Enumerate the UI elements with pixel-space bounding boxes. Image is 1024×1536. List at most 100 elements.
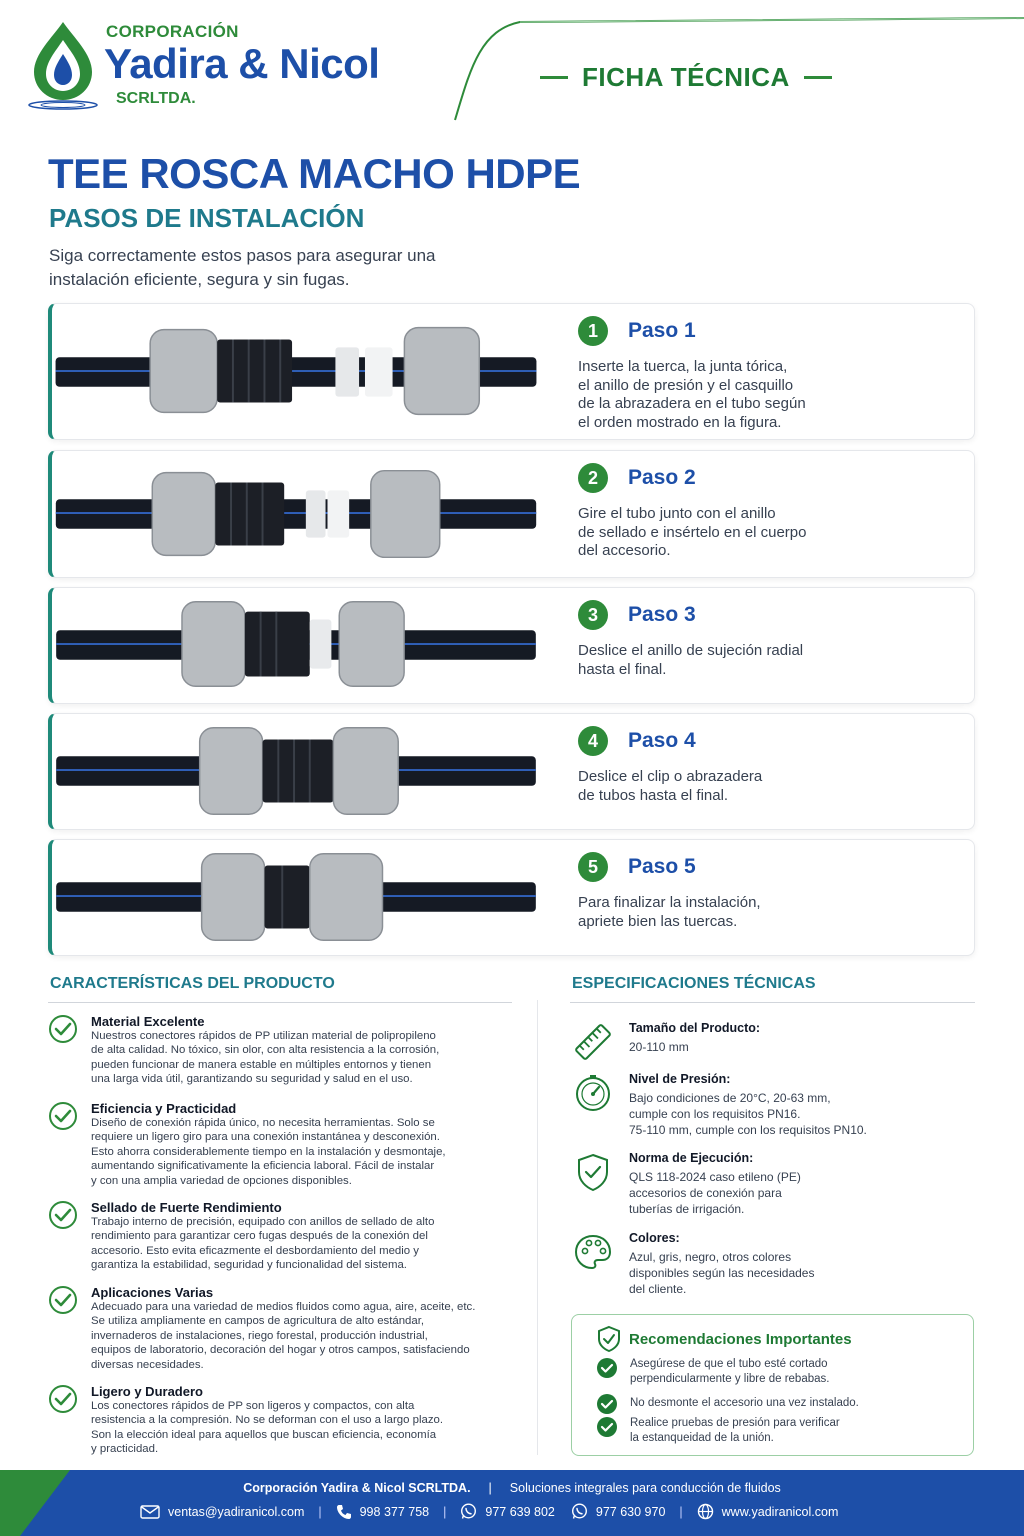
footer-phone[interactable]: 998 377 758: [336, 1504, 430, 1520]
spec-standard-value: QLS 118-2024 caso etileno (PE) accesorio…: [629, 1170, 801, 1216]
gauge-icon: [576, 1075, 610, 1111]
footer-separator: |: [679, 1504, 683, 1519]
features-section-title: CARACTERÍSTICAS DEL PRODUCTO: [50, 975, 335, 992]
footer-bar: [0, 1470, 1024, 1536]
step-1-title: Paso 1: [628, 319, 696, 342]
check-filled-icon: [597, 1417, 617, 1437]
footer-tagline: Soluciones integrales para conducción de…: [509, 1481, 781, 1495]
footer-whatsapp-1[interactable]: 977 639 802: [460, 1503, 555, 1520]
footer-contact-row: ventas@yadiranicol.com | 998 377 758 | 9…: [140, 1503, 900, 1520]
footer-separator: |: [443, 1504, 447, 1519]
check-filled-icon: [597, 1394, 617, 1414]
footer-website-text: www.yadiranicol.com: [721, 1504, 839, 1519]
ficha-dash-right: [803, 76, 832, 79]
header: CORPORACIÓN Yadira & Nicol SCRLTDA. FICH…: [0, 0, 1024, 140]
step-5-pipe-illustration: [56, 853, 536, 941]
step-1-header: 1 Paso 1: [578, 316, 958, 346]
step-4-text: 4 Paso 4 Deslice el clip o abrazadera de…: [578, 726, 958, 805]
feature-1-title: Material Excelente: [91, 1014, 205, 1029]
step-4-title: Paso 4: [628, 729, 696, 752]
step-5-header: 5 Paso 5: [578, 852, 958, 882]
feature-item-4: Aplicaciones Varias Adecuado para una va…: [48, 1285, 528, 1380]
step-1-pipe-illustration: [55, 326, 537, 416]
whatsapp-icon: [571, 1503, 587, 1519]
palette-icon: [574, 1234, 612, 1270]
features-divider: [48, 1002, 512, 1003]
step-3-header: 3 Paso 3: [578, 600, 958, 630]
step-1-number-badge: 1: [578, 316, 608, 346]
shield-check-icon: [598, 1325, 620, 1353]
brand-suffix: SCRLTDA.: [116, 90, 196, 107]
feature-5-description: Los conectores rápidos de PP son ligeros…: [91, 1400, 444, 1456]
step-3-description: Deslice el anillo de sujeción radial has…: [578, 642, 804, 678]
feature-2-description: Diseño de conexión rápida único, no nece…: [91, 1117, 446, 1187]
email-icon: [140, 1504, 160, 1519]
footer-email[interactable]: ventas@yadiranicol.com: [140, 1505, 304, 1519]
footer-green-wedge: [0, 1470, 70, 1536]
footer-whatsapp-2-text: 977 630 970: [595, 1504, 666, 1519]
recommendations-title: Recomendaciones Importantes: [629, 1331, 852, 1348]
spec-colors-value: Azul, gris, negro, otros colores disponi…: [629, 1250, 815, 1296]
spec-standard-title: Norma de Ejecución:: [629, 1151, 754, 1165]
spec-item-colors: Colores: Azul, gris, negro, otros colore…: [572, 1231, 972, 1301]
spec-pressure-title: Nivel de Presión:: [629, 1072, 731, 1086]
step-4-header: 4 Paso 4: [578, 726, 958, 756]
spec-size-title: Tamaño del Producto:: [629, 1021, 761, 1035]
footer-website[interactable]: www.yadiranicol.com: [697, 1503, 839, 1520]
step-2-number-badge: 2: [578, 463, 608, 493]
footer-whatsapp-2[interactable]: 977 630 970: [571, 1503, 666, 1520]
recommendation-3-text: Realice pruebas de presión para verifica…: [630, 1417, 840, 1444]
check-filled-icon: [597, 1358, 617, 1378]
step-2-description: Gire el tubo junto con el anillo de sell…: [578, 505, 807, 559]
specs-section-title: ESPECIFICACIONES TÉCNICAS: [572, 975, 816, 992]
column-divider: [537, 1000, 538, 1455]
spec-size-value: 20-110 mm: [629, 1040, 689, 1054]
feature-1-description: Nuestros conectores rápidos de PP utiliz…: [91, 1030, 440, 1086]
step-3-pipe-illustration: [56, 601, 536, 688]
recommendations-box: Recomendaciones Importantes Asegúrese de…: [571, 1314, 974, 1456]
step-2-header: 2 Paso 2: [578, 463, 958, 493]
brand-name: Yadira & Nicol: [104, 40, 380, 87]
step-5-description: Para finalizar la instalación, apriete b…: [578, 894, 761, 930]
step-card-1: 1 Paso 1 Inserte la tuerca, la junta tór…: [48, 303, 975, 440]
step-4-number-badge: 4: [578, 726, 608, 756]
water-drop-logo-icon: [28, 22, 98, 110]
shield-check-icon: [578, 1153, 608, 1192]
step-card-3: 3 Paso 3 Deslice el anillo de sujeción r…: [48, 587, 975, 704]
feature-item-1: Material Excelente Nuestros conectores r…: [48, 1014, 528, 1094]
section-subtitle: PASOS DE INSTALACIÓN: [49, 203, 365, 233]
specs-divider: [570, 1002, 975, 1003]
ficha-tecnica-label: FICHA TÉCNICA: [540, 62, 840, 93]
check-circle-icon: [49, 1385, 77, 1413]
ruler-icon: [575, 1024, 611, 1060]
step-card-5: 5 Paso 5 Para finalizar la instalación, …: [48, 839, 975, 956]
step-2-title: Paso 2: [628, 466, 696, 489]
intro-text: Siga correctamente estos pasos para aseg…: [49, 246, 436, 289]
phone-icon: [336, 1504, 351, 1519]
check-circle-icon: [49, 1286, 77, 1314]
ficha-tecnica-text: FICHA TÉCNICA: [582, 62, 790, 92]
feature-3-description: Trabajo interno de precisión, equipado c…: [91, 1216, 435, 1272]
step-1-description: Inserte la tuerca, la junta tórica, el a…: [578, 358, 806, 431]
brand-top-text: CORPORACIÓN: [106, 22, 239, 41]
feature-item-2: Eficiencia y Practicidad Diseño de conex…: [48, 1101, 528, 1196]
step-4-pipe-illustration: [56, 727, 536, 815]
check-circle-icon: [49, 1201, 77, 1229]
whatsapp-icon: [461, 1503, 477, 1519]
step-1-text: 1 Paso 1 Inserte la tuerca, la junta tór…: [578, 316, 958, 432]
feature-5-title: Ligero y Duradero: [91, 1384, 203, 1399]
footer-separator: |: [488, 1481, 492, 1495]
step-3-number-badge: 3: [578, 600, 608, 630]
step-5-number-badge: 5: [578, 852, 608, 882]
footer-separator: |: [318, 1504, 322, 1519]
feature-item-3: Sellado de Fuerte Rendimiento Trabajo in…: [48, 1200, 528, 1280]
spec-item-standard: Norma de Ejecución: QLS 118-2024 caso et…: [572, 1151, 972, 1221]
step-card-2: 2 Paso 2 Gire el tubo junto con el anill…: [48, 450, 975, 578]
feature-4-description: Adecuado para una variedad de medios flu…: [91, 1301, 476, 1371]
step-3-title: Paso 3: [628, 603, 696, 626]
footer-company-row: Corporación Yadira & Nicol SCRLTDA. | So…: [0, 1481, 1024, 1495]
step-3-text: 3 Paso 3 Deslice el anillo de sujeción r…: [578, 600, 958, 679]
feature-4-title: Aplicaciones Varias: [91, 1285, 214, 1300]
footer-phone-text: 998 377 758: [359, 1504, 430, 1519]
recommendation-2-text: No desmonte el accesorio una vez instala…: [630, 1397, 859, 1409]
